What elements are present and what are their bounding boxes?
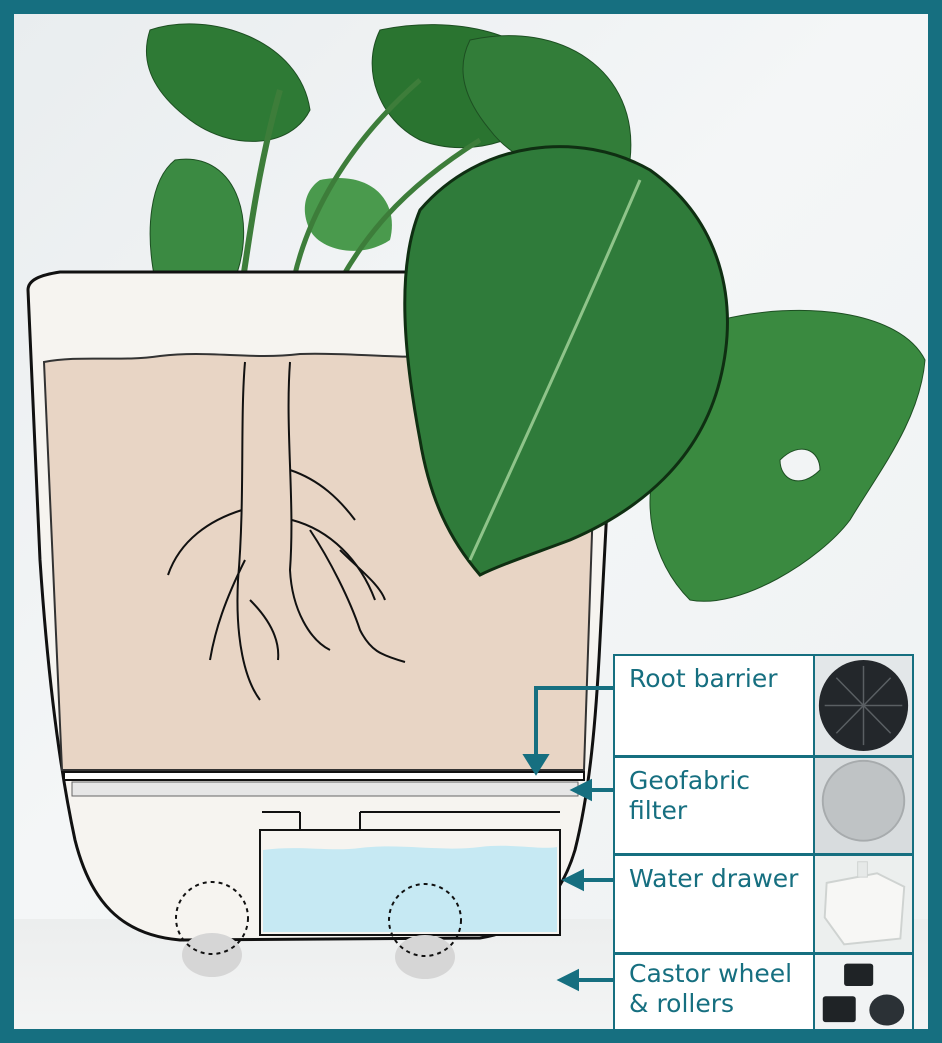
- legend-row-castor: Castor wheel & rollers: [613, 953, 914, 1043]
- root-barrier-plate: [64, 772, 584, 780]
- legend-label-geofabric: Geofabric filter: [615, 758, 815, 853]
- geofabric-layer: [72, 782, 578, 796]
- legend-label-water-drawer: Water drawer: [615, 856, 815, 952]
- legend-label-castor: Castor wheel & rollers: [615, 955, 815, 1041]
- leaf-top-left: [146, 24, 310, 141]
- legend-image-root-barrier: [815, 656, 912, 755]
- water: [263, 846, 557, 932]
- legend-image-castor: [815, 955, 912, 1041]
- legend-image-geofabric: [815, 758, 912, 853]
- legend-row-water-drawer: Water drawer: [613, 854, 914, 954]
- legend-row-geofabric: Geofabric filter: [613, 756, 914, 855]
- legend-label-root-barrier: Root barrier: [615, 656, 815, 755]
- legend-image-water-drawer: [815, 856, 912, 952]
- legend-row-root-barrier: Root barrier: [613, 654, 914, 757]
